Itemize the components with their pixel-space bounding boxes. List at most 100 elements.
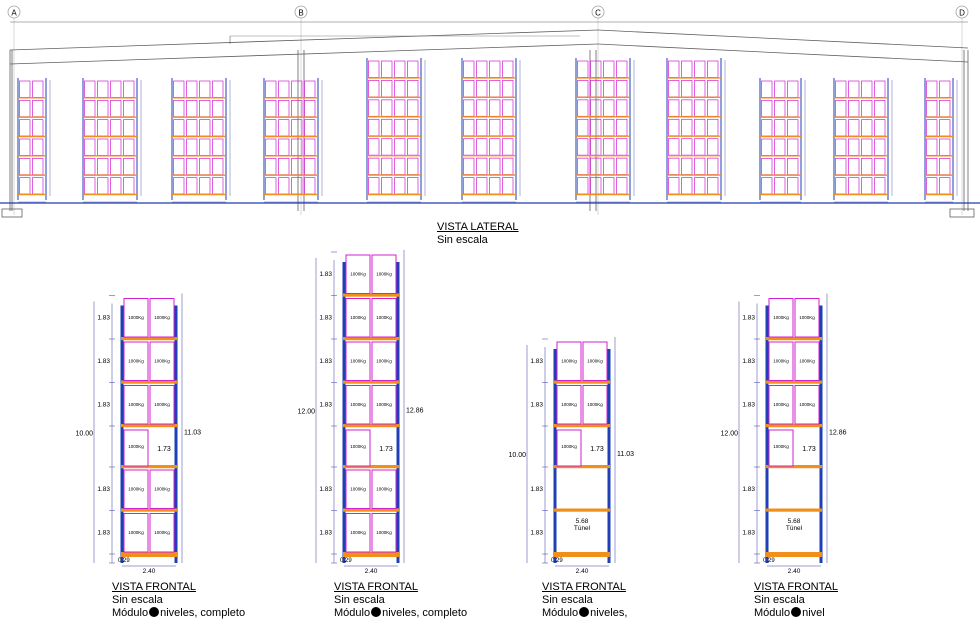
pallet: [577, 80, 589, 98]
frontal-caption-scale: Sin escala: [754, 594, 805, 606]
pallet-label: 1000Kg: [350, 444, 366, 449]
pallet: [19, 80, 31, 98]
beam: [121, 424, 177, 428]
pallet: [186, 177, 198, 195]
pallet: [304, 157, 316, 176]
pallet-label: 1000Kg: [154, 358, 170, 363]
pallet: [123, 341, 149, 381]
pallet: [381, 177, 393, 195]
level-height-label: 1.83: [319, 271, 332, 278]
pallet: [861, 138, 873, 156]
pallet-label: 1000Kg: [799, 315, 815, 320]
pallet: [212, 157, 224, 176]
pallet: [304, 119, 316, 137]
pallet: [371, 298, 397, 338]
level-height-label: 1.83: [319, 358, 332, 365]
pallet: [199, 157, 211, 176]
pallet-label: 1000Kg: [376, 402, 392, 407]
rack-upright: [819, 305, 823, 563]
pallet: [768, 429, 794, 467]
pallet: [345, 341, 371, 381]
total-height-label: 12.00: [297, 409, 315, 416]
pallet: [84, 80, 96, 98]
pallet: [32, 119, 44, 137]
pallet: [603, 99, 615, 117]
pallet: [407, 80, 419, 98]
pallet: [616, 118, 628, 137]
pallet: [199, 119, 211, 137]
pallet: [707, 157, 719, 175]
pallet-label: 1000Kg: [154, 315, 170, 320]
overall-height-label: 12.86: [829, 429, 847, 436]
pallet: [173, 138, 185, 156]
pallet: [476, 157, 488, 175]
pallet: [381, 118, 393, 137]
pallet: [265, 99, 277, 118]
pallet: [939, 80, 951, 98]
pallet: [861, 80, 873, 98]
pallet-label: 1000Kg: [587, 402, 603, 407]
pallet: [368, 80, 380, 98]
pallet: [345, 469, 371, 509]
redaction-dot-icon: [791, 607, 802, 617]
pallet: [304, 80, 316, 98]
pallet-label: 1000Kg: [561, 358, 577, 363]
pallet-label: 1000Kg: [773, 444, 789, 449]
pallet: [476, 99, 488, 117]
pallet-label: 1000Kg: [773, 402, 789, 407]
lateral-rack: [575, 58, 635, 203]
pallet: [123, 99, 135, 118]
pallet: [603, 177, 615, 195]
pallet-label: 1000Kg: [350, 271, 366, 276]
total-height-label: 12.00: [720, 430, 738, 437]
pallet: [489, 60, 501, 78]
pallet: [787, 138, 799, 156]
pallet: [278, 177, 290, 195]
pallet: [97, 138, 109, 156]
pallet: [861, 119, 873, 137]
beam: [554, 508, 610, 512]
lateral-caption-title: VISTA LATERAL: [437, 221, 519, 233]
pallet-label: 1000Kg: [128, 358, 144, 363]
pallet: [761, 157, 773, 176]
pallet: [861, 177, 873, 195]
pallet: [774, 119, 786, 137]
base-height-label: 0.29: [118, 558, 130, 564]
pallet: [616, 157, 628, 175]
pallet: [199, 80, 211, 98]
pallet: [774, 99, 786, 118]
pallet: [939, 99, 951, 118]
pallet: [84, 99, 96, 118]
pallet: [582, 341, 608, 381]
pallet: [123, 385, 149, 425]
pallet: [502, 138, 514, 156]
pallet: [926, 99, 938, 118]
pallet: [173, 80, 185, 98]
pallet: [381, 60, 393, 78]
pallet: [694, 60, 706, 78]
pallet: [173, 99, 185, 118]
redaction-dot-icon: [579, 607, 590, 617]
pallet: [556, 429, 582, 467]
pallet: [394, 118, 406, 137]
beam: [554, 554, 610, 557]
pallet-label: 1000Kg: [350, 530, 366, 535]
base-height-label: 0.29: [763, 558, 775, 564]
pallet: [407, 157, 419, 175]
pallet: [577, 138, 589, 156]
pallet-label: 1000Kg: [154, 530, 170, 535]
pallet: [304, 99, 316, 118]
roof-truss-bottom: [597, 43, 969, 63]
pallet: [694, 138, 706, 156]
total-height-label: 10.00: [75, 430, 93, 437]
pallet: [761, 119, 773, 137]
pallet-label: 1000Kg: [350, 358, 366, 363]
pallet: [407, 99, 419, 117]
pallet: [371, 254, 397, 294]
level-height-label: 1.83: [97, 358, 110, 365]
beam: [343, 293, 399, 297]
pallet-label: 1000Kg: [561, 444, 577, 449]
pallet: [848, 119, 860, 137]
